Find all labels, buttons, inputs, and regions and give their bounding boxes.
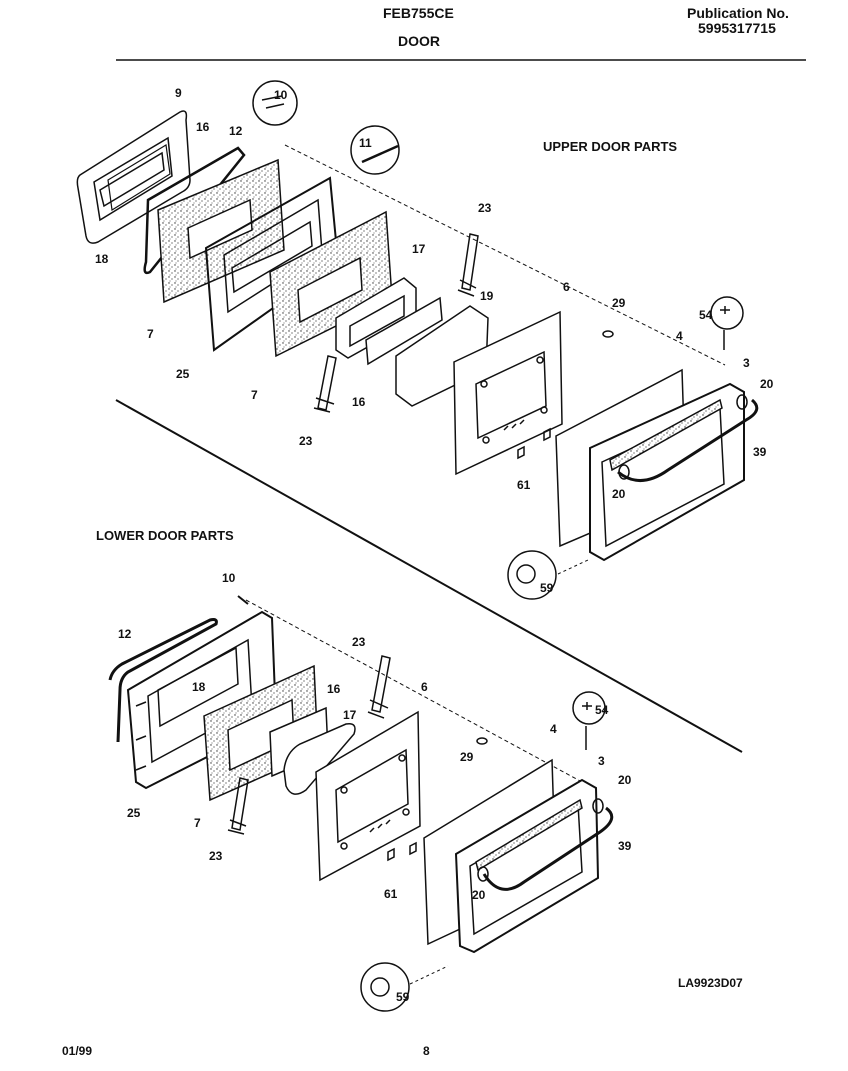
end-cap-right: [592, 798, 604, 814]
screw-54: [572, 691, 606, 725]
pin: [476, 737, 488, 745]
upper-label: 18: [95, 252, 109, 266]
door-seal: [108, 618, 218, 743]
lower-label: 61: [384, 887, 398, 901]
window-cover: [76, 110, 191, 244]
upper-label: 29: [612, 296, 626, 310]
rod-11: [350, 125, 400, 175]
lower-label: 17: [343, 708, 357, 722]
lower-label: 20: [618, 773, 632, 787]
lower-label: 54: [595, 703, 609, 717]
upper-label: 7: [147, 327, 154, 341]
upper-label: 59: [540, 581, 554, 595]
hinge-lower: [317, 355, 337, 411]
section-divider: [115, 399, 743, 753]
lower-label: 18: [192, 680, 206, 694]
upper-label: 6: [563, 280, 570, 294]
upper-part-labels: 9 16 12 18 7 25 7 10 11 23 17 19 16 23 6…: [95, 86, 774, 595]
lower-label: 12: [118, 627, 132, 641]
upper-label: 54: [699, 308, 713, 322]
lower-label: 6: [421, 680, 428, 694]
upper-label: 16: [352, 395, 366, 409]
bolts: [503, 419, 525, 431]
lower-label: 7: [194, 816, 201, 830]
upper-label: 12: [229, 124, 243, 138]
outer-door: [454, 778, 600, 954]
hinge-upper: [371, 655, 391, 713]
publication-label: Publication No.: [687, 5, 789, 21]
pin: [602, 330, 614, 338]
upper-label: 3: [743, 356, 750, 370]
upper-door-exploded-view: [76, 80, 759, 600]
section-title: DOOR: [398, 33, 440, 49]
hinge-lower: [231, 777, 249, 831]
end-cap-right: [736, 394, 748, 410]
lower-door-exploded-view: [108, 595, 614, 1012]
lower-section-title: LOWER DOOR PARTS: [96, 528, 234, 543]
upper-label: 23: [478, 201, 492, 215]
lower-label: 10: [222, 571, 236, 585]
lower-label: 3: [598, 754, 605, 768]
lower-label: 23: [209, 849, 223, 863]
bolts: [369, 819, 391, 833]
publication-number: 5995317715: [698, 20, 776, 36]
upper-label: 7: [251, 388, 258, 402]
upper-label: 11: [359, 136, 372, 150]
lower-label: 20: [472, 888, 486, 902]
knob-59: [507, 550, 557, 600]
upper-label: 20: [760, 377, 774, 391]
footer-date: 01/99: [62, 1044, 93, 1058]
upper-label: 20: [612, 487, 626, 501]
gasket: [107, 144, 171, 211]
upper-label: 39: [753, 445, 767, 459]
lower-label: 29: [460, 750, 474, 764]
upper-label: 10: [274, 88, 288, 102]
upper-label: 9: [175, 86, 182, 100]
window-pack: [283, 722, 356, 795]
lower-label: 4: [550, 722, 557, 736]
upper-section-title: UPPER DOOR PARTS: [543, 139, 678, 154]
inner-panel: [453, 310, 563, 476]
end-cap-left: [618, 464, 630, 480]
screw-10: [252, 80, 298, 126]
lower-label: 59: [396, 990, 410, 1004]
drawing-code: LA9923D07: [678, 976, 743, 990]
inner-panel: [315, 710, 421, 882]
lower-label: 23: [352, 635, 366, 649]
upper-label: 16: [196, 120, 210, 134]
page-number: 8: [423, 1044, 430, 1058]
screw-54: [710, 296, 744, 330]
upper-label: 23: [299, 434, 313, 448]
screw-10: [237, 595, 249, 605]
lower-label: 16: [327, 682, 341, 696]
upper-label: 61: [517, 478, 531, 492]
handle: [482, 806, 614, 891]
lower-part-labels: 10 12 18 25 7 23 23 16 17 6 29 54 4 3 20…: [118, 571, 632, 1004]
upper-label: 17: [412, 242, 426, 256]
upper-label: 19: [480, 289, 494, 303]
lower-label: 25: [127, 806, 141, 820]
knob-59: [360, 962, 410, 1012]
end-cap-left: [477, 866, 489, 882]
glass: [365, 296, 443, 366]
upper-label: 4: [676, 329, 683, 343]
hinge-upper: [461, 233, 479, 291]
lower-label: 39: [618, 839, 632, 853]
upper-label: 25: [176, 367, 190, 381]
model-number: FEB755CE: [383, 5, 454, 21]
handle: [617, 398, 759, 482]
